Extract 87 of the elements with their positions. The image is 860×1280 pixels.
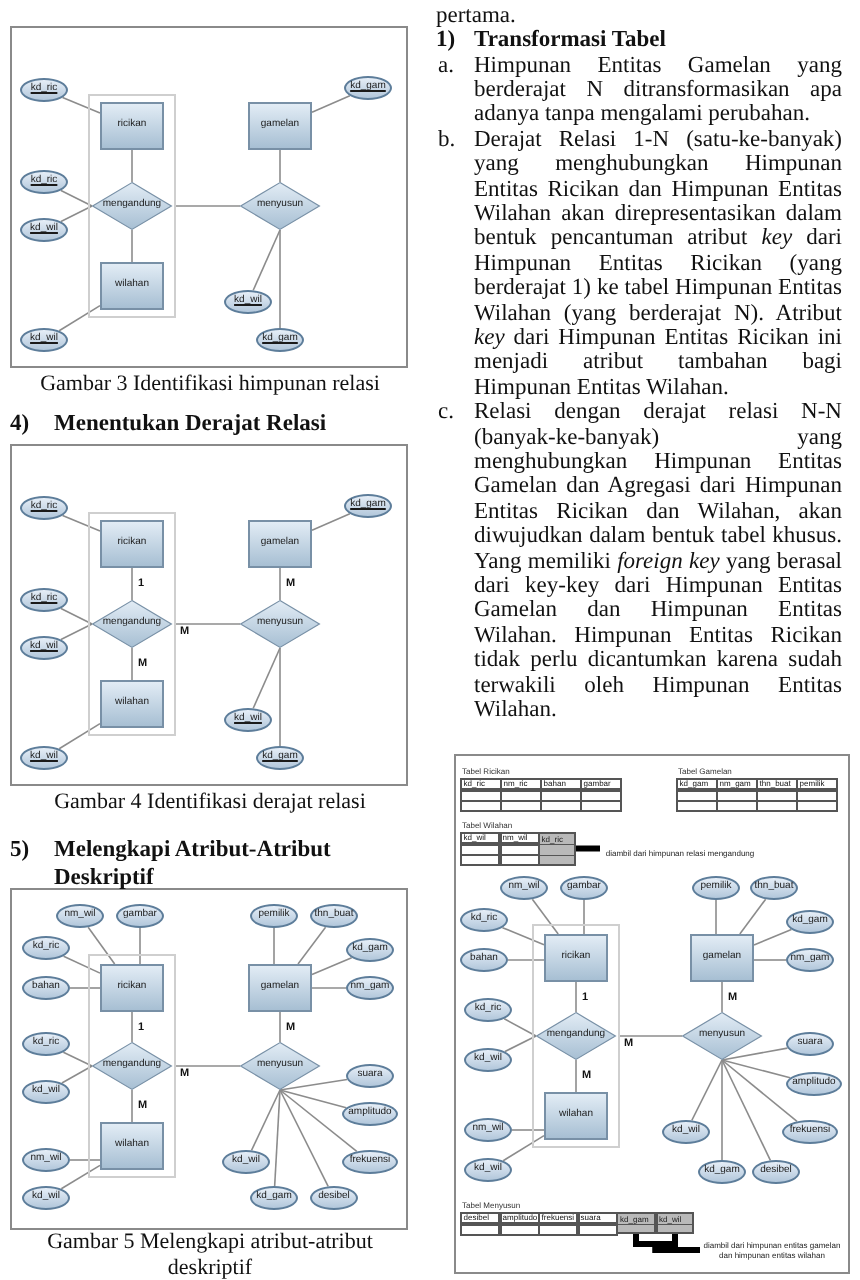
connector-line xyxy=(60,607,93,625)
connector-line xyxy=(58,722,101,750)
section-heading: Transformasi Tabel xyxy=(474,28,668,54)
body-text: Relasi dengan derajat relasi N-N (banyak-ke-banyak) yang menghubungkan Himpunan Entitas Gamelan dan Agregasi dari Himpunan Entitas Ricikan dan Wilahan, akan diwujudkan dalam bentuk tabel khusus. Yang memiliki foreign key yang berasal dari key-key dari Himpunan Entitas Gamelan dan Himpunan Entitas Wilahan. Himpunan Entitas Ricikan tidak perlu dicantumkan karena sudah terwakili oleh Himpunan Entitas Wilahan. xyxy=(474,400,842,723)
connector-line xyxy=(131,567,133,601)
connector-line xyxy=(691,1059,723,1122)
connector-line xyxy=(575,981,577,1013)
connector-line xyxy=(131,229,133,263)
connector-line xyxy=(721,981,723,1013)
aggregation-box xyxy=(88,94,176,318)
aggregation-box xyxy=(88,954,176,1178)
list-marker: a. xyxy=(438,53,456,78)
section-heading: Melengkapi Atribut-Atribut Deskriptif xyxy=(54,836,333,892)
connector-line xyxy=(175,205,241,207)
connector-line xyxy=(739,898,767,935)
connector-line xyxy=(279,149,281,183)
connector-line xyxy=(69,987,101,989)
connector-line xyxy=(311,987,347,989)
connector-line xyxy=(721,1059,772,1162)
connector-line xyxy=(501,926,545,946)
connector-line xyxy=(502,1134,545,1162)
connector-line xyxy=(250,1089,281,1152)
connector-line xyxy=(279,1089,329,1188)
connector-line xyxy=(753,928,793,946)
figure-caption: Gambar 4 Identifikasi derajat relasi xyxy=(52,789,368,815)
connector-line xyxy=(131,1089,133,1123)
list-marker: 5) xyxy=(10,836,32,864)
connector-line xyxy=(531,898,559,935)
body-text: Himpunan Entitas Gamelan yang berderajat N ditransformasikan apa adanya tanpa mengalami perubahan. xyxy=(474,53,842,128)
connector-line xyxy=(175,623,241,625)
connector-line xyxy=(311,95,351,113)
connector-line xyxy=(504,1035,537,1053)
connector-line xyxy=(61,96,101,114)
connector-line xyxy=(279,229,281,329)
connector-line xyxy=(619,1035,683,1037)
connector-line xyxy=(279,567,281,601)
connector-line xyxy=(279,1089,358,1153)
connector-line xyxy=(61,1065,93,1084)
leader-line xyxy=(576,845,600,852)
figure-caption: Gambar 3 Identifikasi himpunan relasi xyxy=(38,371,382,397)
connector-line xyxy=(62,1051,93,1067)
connector-line xyxy=(279,1078,348,1091)
connector-line xyxy=(511,1129,545,1131)
connector-line xyxy=(721,1047,789,1061)
body-text: pertama. xyxy=(436,3,518,29)
list-marker: 4) xyxy=(10,410,32,438)
aggregation-box xyxy=(88,512,176,736)
connector-line xyxy=(62,955,101,974)
connector-line xyxy=(507,959,545,961)
connector-line xyxy=(131,149,133,183)
connector-line xyxy=(60,189,93,207)
list-marker: b. xyxy=(438,127,458,153)
connector-line xyxy=(273,1089,281,1187)
figure-caption: Gambar 5 Melengkapi atribut-atribut deskriptif xyxy=(45,1230,375,1280)
connector-line xyxy=(175,1065,241,1067)
aggregation-box xyxy=(532,924,620,1148)
connector-line xyxy=(753,959,787,961)
connector-line xyxy=(297,926,327,965)
connector-line xyxy=(311,956,353,976)
connector-line xyxy=(575,1059,577,1093)
connector-line xyxy=(87,926,116,965)
connector-line xyxy=(503,1018,537,1037)
connector-line xyxy=(273,927,275,965)
list-marker: c. xyxy=(438,400,456,426)
connector-line xyxy=(583,899,585,935)
connector-line xyxy=(61,514,101,532)
connector-line xyxy=(721,1059,798,1123)
connector-line xyxy=(252,229,281,292)
connector-line xyxy=(131,1011,133,1043)
connector-line xyxy=(721,1059,723,1161)
connector-line xyxy=(715,899,717,935)
connector-line xyxy=(69,1159,101,1161)
body-text: Derajat Relasi 1-N (satu-ke-banyak) yang menghubungkan Himpunan Entitas Ricikan dan Himpunan Entitas Wilahan akan direpresentasikan dalam bentuk pencantuman atribut key dari Himpunan Entitas Ricikan (yang berderajat 1) ke tabel Himpunan Entitas Wilahan (yang berderajat N). Atribut key dari Himpunan Entitas Ricikan ini menjadi atribut tambahan bagi Himpunan Entitas Wilahan. xyxy=(474,127,842,401)
connector-line xyxy=(60,1164,101,1190)
list-marker: 1) xyxy=(436,28,458,54)
connector-line xyxy=(139,927,141,965)
connector-line xyxy=(279,647,281,747)
connector-line xyxy=(252,647,281,710)
connector-line xyxy=(279,1011,281,1043)
connector-line xyxy=(721,1059,791,1079)
connector-line xyxy=(60,205,93,223)
connector-line xyxy=(311,513,351,531)
connector-line xyxy=(131,647,133,681)
connector-line xyxy=(279,1089,348,1109)
connector-line xyxy=(58,304,101,332)
section-heading: Menentukan Derajat Relasi xyxy=(54,410,329,438)
connector-line xyxy=(60,623,93,641)
